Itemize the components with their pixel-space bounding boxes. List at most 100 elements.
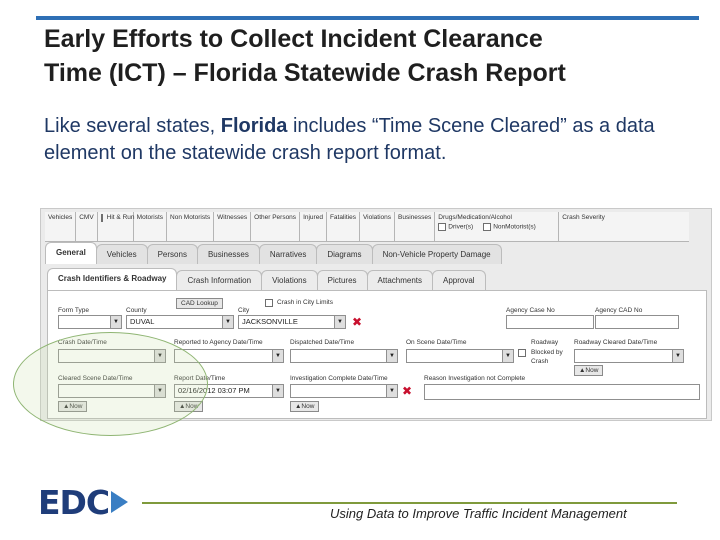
footer-text: Using Data to Improve Traffic Incident M… xyxy=(330,506,627,521)
body-bold-florida: Florida xyxy=(220,115,288,137)
nav-other-persons[interactable]: Other Persons xyxy=(251,212,301,242)
form-type-select[interactable]: ▼ xyxy=(58,315,122,329)
chevron-down-icon: ▼ xyxy=(110,316,121,328)
nav-businesses[interactable]: Businesses xyxy=(395,212,436,242)
footer-rule xyxy=(142,502,677,504)
tab-non-vehicle-property-damage[interactable]: Non-Vehicle Property Damage xyxy=(371,244,502,264)
crash-report-screenshot: Vehicles CMV Hit & Run Motorists Non Mot… xyxy=(40,208,712,421)
tab-businesses[interactable]: Businesses xyxy=(196,244,260,264)
nav-cmv[interactable]: CMV xyxy=(76,212,98,242)
agency-case-no-input[interactable] xyxy=(506,315,594,329)
subtab-approval[interactable]: Approval xyxy=(432,270,486,290)
nav-motorists[interactable]: Motorists xyxy=(134,212,168,242)
form-type-label: Form Type xyxy=(58,307,89,314)
investigation-complete-label: Investigation Complete Date/Time xyxy=(290,375,388,382)
nav-violations[interactable]: Violations xyxy=(360,212,396,242)
crash-datetime-label: Crash Date/Time xyxy=(58,339,107,346)
agency-cad-no-label: Agency CAD No xyxy=(595,307,643,314)
nav-hit-and-run[interactable]: Hit & Run xyxy=(98,212,135,242)
chevron-down-icon: ▼ xyxy=(386,385,397,397)
chevron-down-icon: ▼ xyxy=(502,350,513,362)
hit-run-checkbox[interactable] xyxy=(100,214,103,222)
tab-narratives[interactable]: Narratives xyxy=(258,244,318,264)
nav-vehicles[interactable]: Vehicles xyxy=(45,212,77,242)
chevron-down-icon: ▼ xyxy=(386,350,397,362)
investigation-complete-input[interactable]: ▼ xyxy=(290,384,398,398)
nav-witnesses[interactable]: Witnesses xyxy=(214,212,252,242)
crash-datetime-input[interactable]: ▼ xyxy=(58,349,166,363)
chevron-down-icon: ▼ xyxy=(154,350,165,362)
roadway-cleared-input[interactable]: ▼ xyxy=(574,349,684,363)
logo-text: EDC xyxy=(38,482,110,522)
cleared-scene-datetime-input[interactable]: ▼ xyxy=(58,384,166,398)
tab-vehicles[interactable]: Vehicles xyxy=(95,244,148,264)
report-datetime-label: Report Date/Time xyxy=(174,375,226,382)
clear-x-icon[interactable]: ✖ xyxy=(401,384,413,398)
crash-in-city-limits-checkbox[interactable] xyxy=(265,299,273,307)
chevron-down-icon: ▼ xyxy=(272,350,283,362)
investigation-complete-now-button[interactable]: ▲Now xyxy=(290,401,320,412)
crash-in-city-limits-label: Crash in City Limits xyxy=(277,299,333,306)
roadway-blocked-label-3: Crash xyxy=(531,358,549,365)
tab-persons[interactable]: Persons xyxy=(146,244,198,264)
roadway-cleared-now-button[interactable]: ▲Now xyxy=(574,365,604,376)
city-label: City xyxy=(238,307,250,314)
slide-body-text: Like several states, Florida includes “T… xyxy=(44,113,694,167)
driver-checkbox[interactable] xyxy=(438,223,447,231)
reported-datetime-input[interactable]: ▼ xyxy=(174,349,284,363)
hit-run-label: Hit & Run xyxy=(106,214,135,221)
logo-arrow-icon xyxy=(111,491,129,513)
body-prefix: Like several states, xyxy=(44,115,221,137)
nav-drugs-medication-alcohol[interactable]: Drugs/Medication/Alcohol Driver(s) NonMo… xyxy=(435,212,560,242)
sub-tabs: Crash Identifiers & Roadway Crash Inform… xyxy=(47,268,707,291)
dispatched-datetime-input[interactable]: ▼ xyxy=(290,349,398,363)
subtab-crash-identifiers-roadway[interactable]: Crash Identifiers & Roadway xyxy=(47,268,178,290)
city-select[interactable]: JACKSONVILLE▼ xyxy=(238,315,346,329)
cleared-scene-now-button[interactable]: ▲Now xyxy=(58,401,88,412)
chevron-down-icon: ▼ xyxy=(154,385,165,397)
reason-not-complete-input[interactable] xyxy=(424,384,700,400)
cleared-scene-datetime-label: Cleared Scene Date/Time xyxy=(58,375,133,382)
subtab-violations[interactable]: Violations xyxy=(261,270,318,290)
main-tabs: General Vehicles Persons Businesses Narr… xyxy=(45,242,709,264)
subtab-crash-information[interactable]: Crash Information xyxy=(176,270,263,290)
roadway-blocked-checkbox[interactable] xyxy=(518,349,526,357)
agency-cad-no-input[interactable] xyxy=(595,315,679,329)
nav-fatalities[interactable]: Fatalities xyxy=(327,212,360,242)
on-scene-datetime-label: On Scene Date/Time xyxy=(406,339,467,346)
chevron-down-icon: ▼ xyxy=(222,316,233,328)
title-line-1: Early Efforts to Collect Incident Cleara… xyxy=(44,25,543,53)
driver-label: Driver(s) xyxy=(448,223,474,231)
on-scene-datetime-input[interactable]: ▼ xyxy=(406,349,514,363)
chevron-down-icon: ▼ xyxy=(334,316,345,328)
drugs-label: Drugs/Medication/Alcohol xyxy=(438,214,512,221)
county-label: County xyxy=(126,307,147,314)
body-suffix: includes “Time Scene Cleared” as a data … xyxy=(44,115,655,164)
subtab-attachments[interactable]: Attachments xyxy=(366,270,433,290)
crash-identifiers-form: Form Type ▼ County DUVAL▼ CAD Lookup Cit… xyxy=(47,291,707,419)
reason-not-complete-label: Reason Investigation not Complete xyxy=(424,375,526,382)
nonmotorist-label: NonMotorist(s) xyxy=(493,223,536,231)
nav-crash-severity[interactable]: Crash Severity xyxy=(562,214,605,221)
cad-lookup-button[interactable]: CAD Lookup xyxy=(176,298,223,309)
edc-logo: EDC xyxy=(38,482,129,522)
chevron-down-icon: ▼ xyxy=(272,385,283,397)
subtab-pictures[interactable]: Pictures xyxy=(316,270,368,290)
clear-x-icon[interactable]: ✖ xyxy=(351,315,363,329)
title-top-rule xyxy=(36,16,699,20)
report-now-button[interactable]: ▲Now xyxy=(174,401,204,412)
tab-general[interactable]: General xyxy=(45,242,97,264)
county-select[interactable]: DUVAL▼ xyxy=(126,315,234,329)
nonmotorist-checkbox[interactable] xyxy=(483,223,492,231)
slide-title: Early Efforts to Collect Incident Cleara… xyxy=(44,22,694,90)
title-line-2: Time (ICT) – Florida Statewide Crash Rep… xyxy=(44,59,566,87)
dispatched-datetime-label: Dispatched Date/Time xyxy=(290,339,355,346)
nav-injured[interactable]: Injured xyxy=(300,212,327,242)
tab-diagrams[interactable]: Diagrams xyxy=(316,244,373,264)
reported-datetime-label: Reported to Agency Date/Time xyxy=(174,339,263,346)
chevron-down-icon: ▼ xyxy=(672,350,683,362)
report-datetime-input[interactable]: 02/16/2012 03:07 PM▼ xyxy=(174,384,284,398)
nav-non-motorists[interactable]: Non Motorists xyxy=(167,212,215,242)
top-section-nav: Vehicles CMV Hit & Run Motorists Non Mot… xyxy=(45,212,689,242)
roadway-blocked-label-2: Blocked by xyxy=(531,349,563,356)
